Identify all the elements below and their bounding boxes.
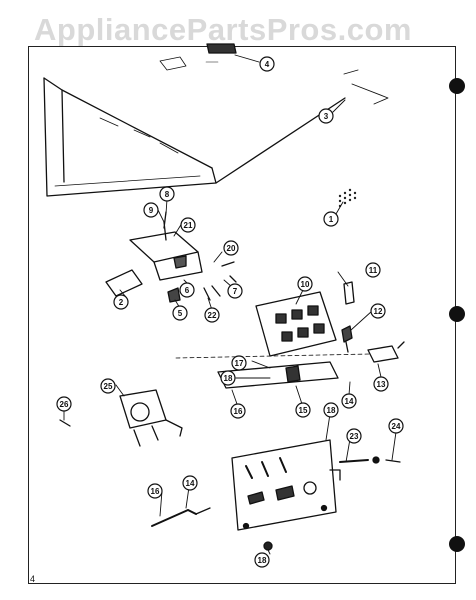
callout-label-11: 11 bbox=[369, 266, 378, 275]
callout-2: 2 bbox=[113, 294, 129, 310]
callout-18-lower: 18 bbox=[254, 552, 270, 568]
binder-hole-middle bbox=[449, 306, 465, 322]
callout-label-16-upper: 16 bbox=[234, 407, 243, 416]
control-bracket bbox=[105, 211, 237, 303]
watermark-text: AppliancePartsPros.com bbox=[34, 12, 412, 47]
callout-label-7: 7 bbox=[233, 287, 238, 296]
callout-label-8: 8 bbox=[165, 190, 170, 199]
callout-11: 11 bbox=[365, 262, 381, 278]
callout-6: 6 bbox=[179, 282, 195, 298]
callout-label-26: 22 bbox=[208, 311, 217, 320]
callout-label-20: 23 bbox=[350, 432, 359, 441]
binder-holes bbox=[449, 78, 465, 552]
page-number: 4 bbox=[30, 574, 36, 584]
screw-19 bbox=[263, 541, 273, 551]
callout-label-22: 25 bbox=[104, 382, 113, 391]
callout-1: 1 bbox=[323, 211, 339, 227]
callout-label-14-lower: 14 bbox=[186, 479, 195, 488]
callout-label-6: 6 bbox=[185, 286, 190, 295]
callout-label-3: 3 bbox=[324, 112, 329, 121]
callout-17: 17 bbox=[231, 355, 247, 371]
callout-label-17: 17 bbox=[235, 359, 244, 368]
relay-board bbox=[175, 291, 371, 389]
callout-16-lower: 16 bbox=[147, 483, 163, 499]
wire-20-right bbox=[339, 456, 401, 464]
callout-20: 23 bbox=[346, 428, 362, 444]
rod-11 bbox=[343, 281, 355, 305]
callout-23: 26 bbox=[56, 396, 72, 412]
binder-hole-top bbox=[449, 78, 465, 94]
callout-label-12: 12 bbox=[374, 307, 383, 316]
clip-12 bbox=[341, 325, 353, 353]
top-panel bbox=[43, 77, 346, 197]
callout-12: 12 bbox=[370, 303, 386, 319]
callout-18-upper: 18 bbox=[220, 370, 236, 386]
part-23 bbox=[59, 419, 71, 427]
callout-14-lower: 14 bbox=[182, 475, 198, 491]
callout-5: 5 bbox=[172, 305, 188, 321]
callout-label-25: 21 bbox=[184, 221, 193, 230]
callout-3: 3 bbox=[318, 108, 334, 124]
callout-label-23: 26 bbox=[60, 400, 69, 409]
callout-label-1: 1 bbox=[329, 215, 334, 224]
label-cards bbox=[159, 43, 389, 105]
callouts: 4 3 1 8 9 21 20 6 7 2 5 22 10 11 12 13 1… bbox=[56, 56, 404, 568]
callout-label-18-upper: 18 bbox=[224, 374, 233, 383]
callout-8: 8 bbox=[159, 186, 175, 202]
callout-14-upper: 14 bbox=[341, 393, 357, 409]
timer-motor-22 bbox=[119, 389, 183, 447]
callout-label-10: 10 bbox=[301, 280, 310, 289]
wire-16-left bbox=[151, 507, 211, 527]
callout-26: 22 bbox=[204, 307, 220, 323]
bracket-13 bbox=[367, 341, 405, 363]
callout-21: 24 bbox=[388, 418, 404, 434]
callout-25: 21 bbox=[180, 217, 196, 233]
callout-4: 4 bbox=[259, 56, 275, 72]
callout-label-21: 24 bbox=[392, 422, 401, 431]
callout-label-9: 9 bbox=[149, 206, 154, 215]
callout-label-16-lower: 16 bbox=[151, 487, 160, 496]
callout-7: 7 bbox=[227, 283, 243, 299]
callout-label-13: 13 bbox=[377, 380, 386, 389]
callout-label-14-upper: 14 bbox=[345, 397, 354, 406]
callout-label-15: 15 bbox=[299, 406, 308, 415]
binder-hole-bottom bbox=[449, 536, 465, 552]
callout-13: 13 bbox=[373, 376, 389, 392]
callout-label-18-lower: 18 bbox=[258, 556, 267, 565]
callout-label-2: 2 bbox=[119, 298, 124, 307]
callout-18-middle: 18 bbox=[323, 402, 339, 418]
callout-15: 15 bbox=[295, 402, 311, 418]
callout-10: 10 bbox=[297, 276, 313, 292]
callout-label-4: 4 bbox=[265, 60, 270, 69]
callout-22: 25 bbox=[100, 378, 116, 394]
callout-24: 20 bbox=[223, 240, 239, 256]
callout-label-24: 20 bbox=[227, 244, 236, 253]
dotted-block bbox=[338, 188, 357, 208]
callout-label-5: 5 bbox=[178, 309, 183, 318]
callout-label-18-middle: 18 bbox=[327, 406, 336, 415]
callout-9: 9 bbox=[143, 202, 159, 218]
callout-16-upper: 16 bbox=[230, 403, 246, 419]
control-panel bbox=[231, 439, 341, 531]
